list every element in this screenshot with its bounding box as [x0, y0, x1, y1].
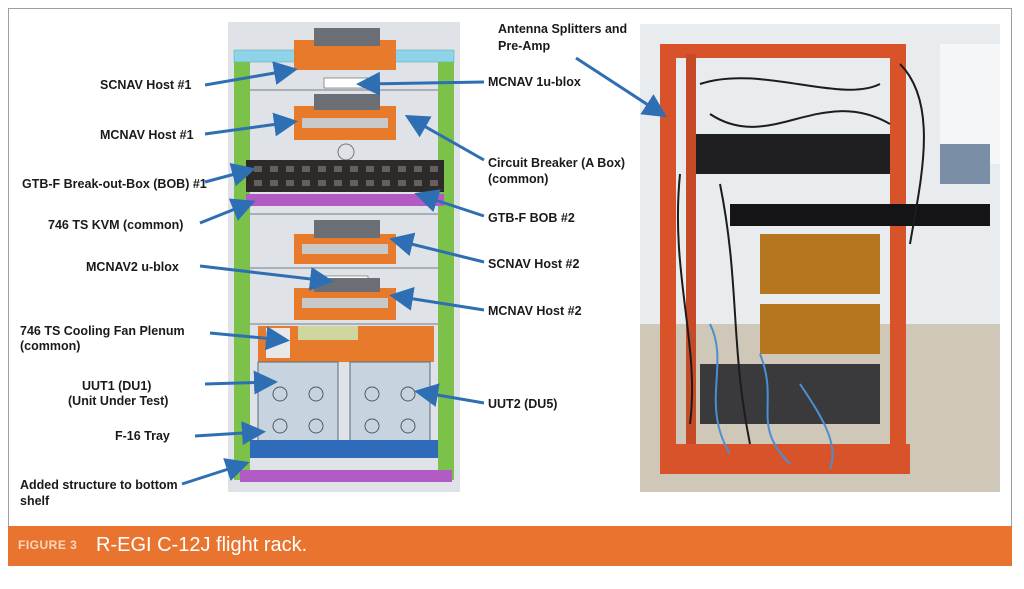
- label-f16-tray: F-16 Tray: [115, 429, 170, 443]
- label-circuit-breaker-common: (common): [488, 172, 549, 186]
- label-gtbf-bob-1: GTB-F Break-out-Box (BOB) #1: [22, 177, 207, 191]
- label-ts-kvm: 746 TS KVM (common): [48, 218, 184, 232]
- label-mcnav-1ublox: MCNAV 1u-blox: [488, 75, 581, 89]
- label-uut1-sub: (Unit Under Test): [68, 394, 169, 408]
- label-mcnav-host-2: MCNAV Host #2: [488, 304, 582, 318]
- label-added-structure: Added structure to bottom: [20, 478, 178, 492]
- label-gtbf-bob-2: GTB-F BOB #2: [488, 211, 575, 225]
- label-antenna-splitters: Antenna Splitters and: [498, 22, 628, 36]
- figure-caption: FIGURE 3 R-EGI C-12J flight rack.: [8, 526, 1012, 566]
- label-uut2: UUT2 (DU5): [488, 397, 558, 411]
- label-scnav-host-1: SCNAV Host #1: [100, 78, 192, 92]
- label-circuit-breaker: Circuit Breaker (A Box): [488, 156, 626, 170]
- label-mcnav-host-1: MCNAV Host #1: [100, 128, 194, 142]
- rack-photo: [640, 24, 1000, 492]
- label-uut1: UUT1 (DU1): [82, 379, 152, 393]
- label-mcnav2-ublox: MCNAV2 u-blox: [86, 260, 179, 274]
- figure-title: R-EGI C-12J flight rack.: [96, 534, 308, 556]
- label-cooling-fan-plenum: 746 TS Cooling Fan Plenum: [20, 324, 185, 338]
- label-added-structure-shelf: shelf: [20, 494, 50, 508]
- label-scnav-host-2: SCNAV Host #2: [488, 257, 580, 271]
- label-cooling-fan-common: (common): [20, 339, 81, 353]
- label-pre-amp: Pre-Amp: [498, 39, 551, 53]
- figure-number: FIGURE 3: [18, 538, 78, 552]
- rack-diagram: [228, 22, 460, 492]
